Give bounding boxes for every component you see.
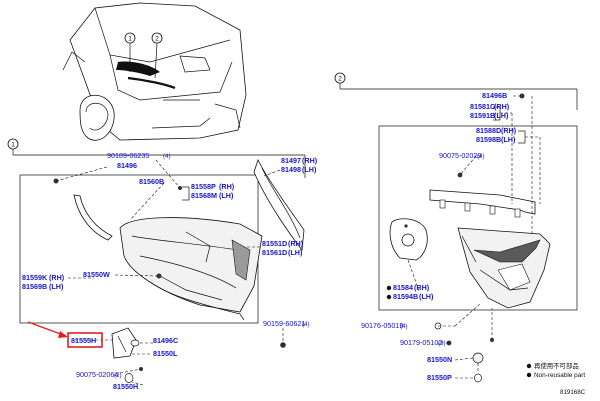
qty-90075-02029: (4): [477, 153, 485, 160]
part-81561D[interactable]: 81561D: [262, 248, 287, 257]
back-door-lamp-illustration: [389, 93, 551, 383]
part-81550L[interactable]: 81550L: [153, 349, 178, 358]
part-81496B[interactable]: 81496B: [482, 91, 507, 100]
part-90159-60621[interactable]: 90159-60621: [263, 319, 305, 328]
part-90189-06235[interactable]: 90189-06235: [107, 151, 149, 160]
legend-marker: [526, 372, 532, 378]
legend-marker: [526, 363, 532, 369]
callout-2-car: 2: [151, 32, 163, 79]
side-81559K: (RH): [49, 273, 65, 282]
diagram-code: 819168C: [560, 389, 586, 396]
side-81591B: (LH): [494, 111, 509, 120]
side-81497: (RH): [302, 156, 318, 165]
side-81581C: (RH): [494, 102, 510, 111]
part-81569B[interactable]: 81569B: [22, 282, 47, 291]
group-1-leaders: [55, 159, 284, 386]
highlight-box: [67, 332, 103, 348]
callout-number: 1: [128, 36, 132, 43]
part-81496[interactable]: 81496: [117, 161, 137, 170]
qty-90189-06235: (4): [163, 153, 171, 160]
side-81594B: (LH): [419, 292, 434, 301]
non-reusable-marker: [386, 285, 392, 291]
legend-jp: 再使用不可部品: [534, 361, 579, 370]
part-81498[interactable]: 81498: [281, 165, 301, 174]
part-81558P[interactable]: 81558P: [191, 182, 216, 191]
legend: 再使用不可部品 Non-reusable part: [526, 361, 585, 379]
side-81584: (RH): [414, 283, 430, 292]
callout-1-label: 1: [11, 142, 15, 149]
side-81498: (LH): [302, 165, 317, 174]
part-81559K[interactable]: 81559K: [22, 273, 48, 282]
side-81598B: (LH): [501, 135, 516, 144]
highlight-marker: [27, 321, 103, 348]
part-81591B[interactable]: 81591B: [470, 111, 495, 120]
callout-number: 2: [155, 36, 159, 43]
group-1-labels: 90189-06235 (4) 81496 81560B 81558P (RH)…: [22, 151, 318, 391]
car-rear-illustration: [62, 2, 247, 141]
part-81568M[interactable]: 81568M: [191, 191, 217, 200]
part-81497[interactable]: 81497: [281, 156, 301, 165]
tail-lamp-lh-illustration: [53, 158, 305, 383]
non-reusable-marker: [386, 294, 392, 300]
part-90179-05102[interactable]: 90179-05102: [400, 338, 442, 347]
qty-90159-60621: (4): [302, 321, 310, 328]
callout-1-car: 1: [124, 32, 136, 72]
side-81558P: (RH): [219, 182, 235, 191]
part-81550P[interactable]: 81550P: [427, 373, 452, 382]
qty-90179-05102: (2): [438, 340, 446, 347]
group-2-leaders: [407, 95, 541, 379]
part-81594B[interactable]: 81594B: [393, 292, 418, 301]
qty-90176-05019: (4): [400, 323, 408, 330]
part-81550W[interactable]: 81550W: [83, 270, 110, 279]
part-81550H[interactable]: 81550H: [113, 382, 138, 391]
side-81569B: (LH): [49, 282, 64, 291]
side-81551D: (RH): [288, 239, 304, 248]
part-81581C[interactable]: 81581C: [470, 102, 495, 111]
part-81598B[interactable]: 81598B: [476, 135, 501, 144]
side-81568M: (LH): [219, 191, 234, 200]
legend-en: Non-reusable part: [534, 372, 585, 379]
part-81551D[interactable]: 81551D: [262, 239, 287, 248]
part-81588D[interactable]: 81588D: [476, 126, 501, 135]
part-81550N[interactable]: 81550N: [427, 355, 452, 364]
side-81588D: (RH): [501, 126, 517, 135]
part-81555H[interactable]: 81555H: [71, 336, 96, 345]
part-81496C[interactable]: 81496C: [153, 336, 178, 345]
qty-90075-02064: (2): [114, 372, 122, 379]
part-90075-02064[interactable]: 90075-02064: [76, 370, 118, 379]
part-90176-05019[interactable]: 90176-05019: [361, 321, 403, 330]
part-90075-02029[interactable]: 90075-02029: [439, 151, 481, 160]
group-2-frame: 2: [334, 72, 578, 311]
side-81561D: (LH): [288, 248, 303, 257]
part-81560B[interactable]: 81560B: [139, 177, 164, 186]
part-81584[interactable]: 81584: [393, 283, 413, 292]
group-2-labels: 81496B 81581C (RH) 81591B (LH) 81588D (R…: [361, 91, 517, 382]
callout-2-label: 2: [338, 76, 342, 83]
